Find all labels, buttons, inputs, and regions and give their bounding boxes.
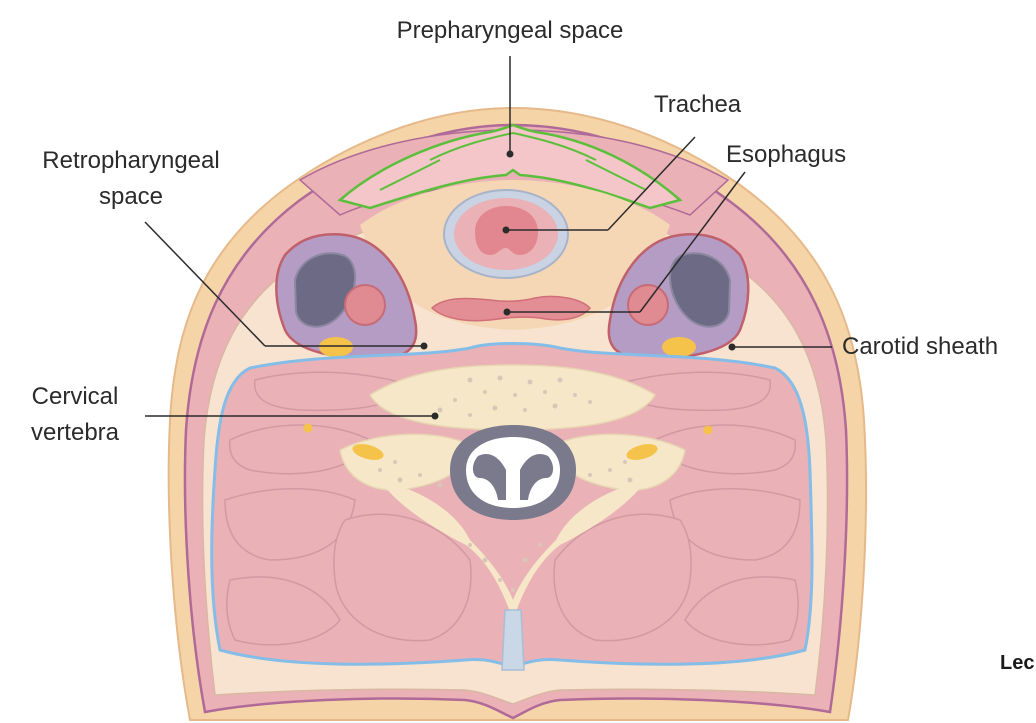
small-vessel-left (304, 424, 313, 433)
label-esophagus: Esophagus (726, 140, 846, 169)
spinous-process (502, 610, 524, 670)
label-retropharyngeal-line2: space (20, 182, 242, 211)
label-cervical-line2: vertebra (10, 418, 140, 447)
label-prepharyngeal-space: Prepharyngeal space (350, 16, 670, 45)
small-vessel-right (704, 426, 713, 435)
vagus-nerve-left (319, 337, 353, 357)
label-cervical-line1: Cervical (10, 382, 140, 411)
label-retropharyngeal-line1: Retropharyngeal (20, 146, 242, 175)
carotid-artery-left (345, 285, 385, 325)
watermark: Lec (1000, 652, 1034, 675)
label-carotid-sheath: Carotid sheath (842, 332, 998, 361)
carotid-artery-right (628, 285, 668, 325)
vagus-nerve-right (662, 337, 696, 357)
label-trachea: Trachea (654, 90, 741, 119)
